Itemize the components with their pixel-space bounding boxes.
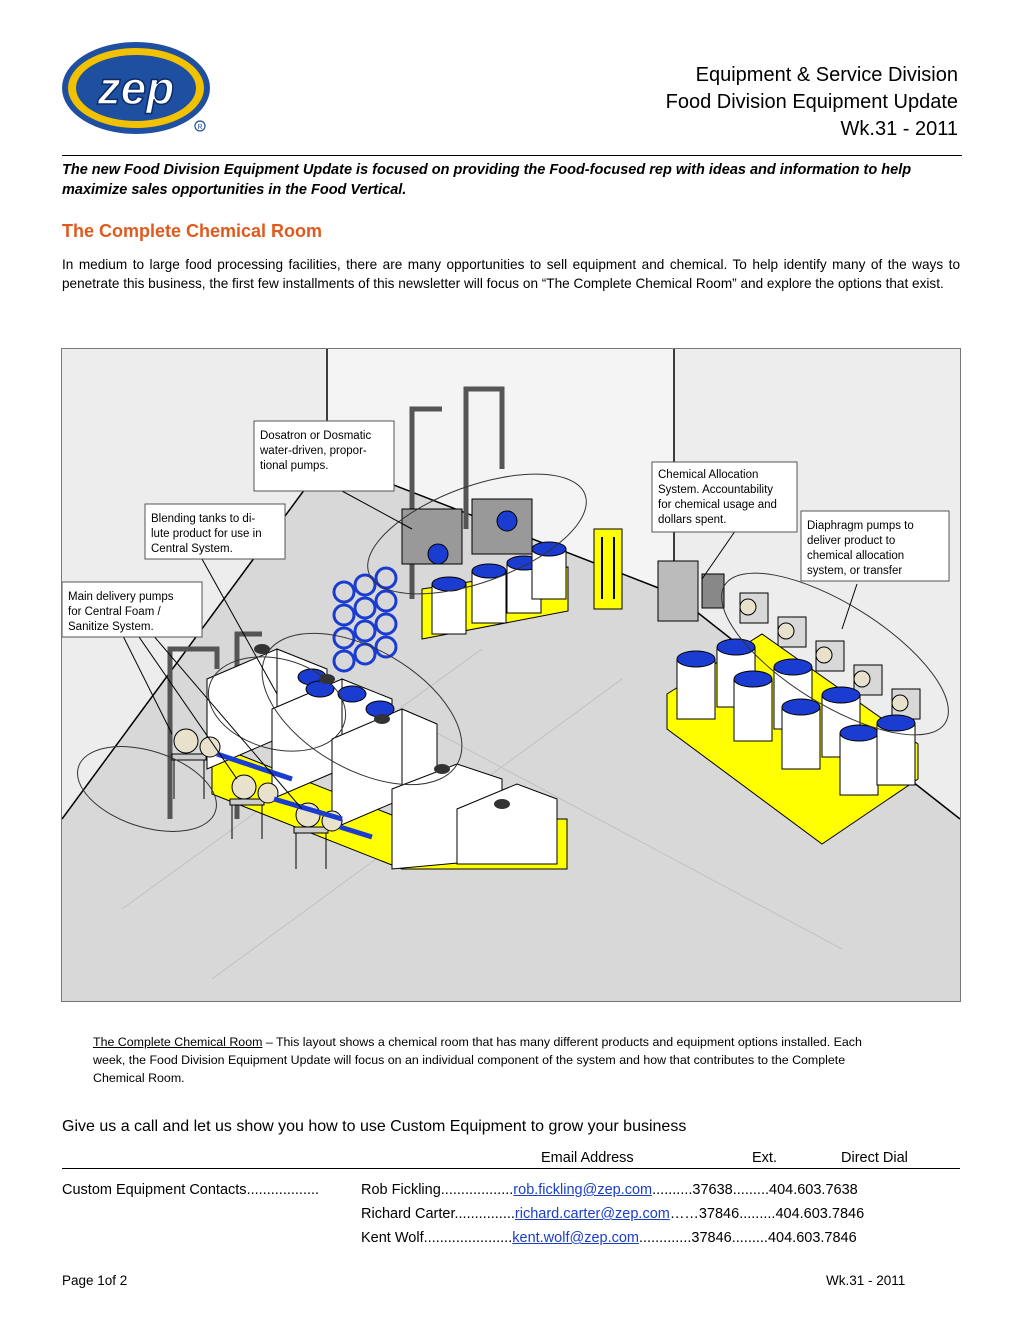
section-title: The Complete Chemical Room	[62, 221, 323, 241]
svg-text:Blending tanks to di-lute prod: Blending tanks to di-lute product for us…	[151, 513, 262, 555]
figure-caption: The Complete Chemical Room – This layout…	[93, 1033, 893, 1087]
callout-diaphragm-line: deliver product to	[807, 535, 895, 547]
footer-week: Wk.31 - 2011	[826, 1273, 906, 1288]
zep-logo: zep R	[60, 40, 212, 140]
table-row: Kent Wolf......................kent.wolf…	[361, 1230, 857, 1246]
caption-text: – This layout shows a chemical room that…	[93, 1035, 862, 1085]
contact-ext: 37846	[698, 1206, 740, 1222]
table-row: Richard Carter...............richard.car…	[361, 1206, 865, 1222]
callout-blending-line: Central System.	[151, 543, 233, 555]
intro-paragraph: The new Food Division Equipment Update i…	[62, 162, 912, 198]
column-header-dial: Direct Dial	[841, 1150, 908, 1166]
contact-email-link[interactable]: kent.wolf@zep.com	[512, 1230, 639, 1246]
callout-dosatron-line: Dosatron or Dosmatic	[260, 430, 371, 442]
newsletter-title: Food Division Equipment Update	[665, 91, 958, 113]
contacts-label: Custom Equipment Contacts	[62, 1182, 247, 1198]
callout-allocation-line: Chemical Allocation	[658, 469, 758, 481]
header-divider	[62, 155, 962, 156]
callout-delivery-line: Sanitize System.	[68, 621, 154, 633]
callout-blending-line: lute product for use in	[151, 528, 262, 540]
logo-wordmark: zep	[97, 62, 175, 114]
svg-text:R: R	[197, 124, 202, 131]
call-to-action: Give us a call and let us show you how t…	[62, 1118, 687, 1135]
callout-diaphragm-line: chemical allocation	[807, 550, 904, 562]
page-number: Page 1of 2	[62, 1273, 128, 1288]
callout-blending-line: Blending tanks to di-	[151, 513, 255, 525]
column-header-ext: Ext.	[752, 1150, 777, 1166]
contact-name: Rob Fickling	[361, 1182, 441, 1198]
column-header-email: Email Address	[541, 1150, 634, 1166]
callout-diaphragm-line: system, or transfer	[807, 565, 902, 577]
callout-dosatron-line: tional pumps.	[260, 460, 328, 472]
contact-name: Kent Wolf	[361, 1230, 424, 1246]
callout-diaphragm-line: Diaphragm pumps to	[807, 520, 914, 532]
callout-allocation-line: System. Accountability	[658, 484, 773, 496]
table-row: Rob Fickling..................rob.fickli…	[361, 1182, 858, 1198]
contact-email-link[interactable]: rob.fickling@zep.com	[513, 1182, 653, 1198]
chemical-room-diagram: Dosatron or Dosmatic water-driven, propor…	[61, 348, 961, 1002]
contacts-divider	[62, 1168, 960, 1169]
callout-allocation-line: dollars spent.	[658, 514, 726, 526]
contact-dial: 404.603.7846	[775, 1206, 865, 1222]
contact-ext: 37638	[692, 1182, 733, 1198]
contact-name: Richard Carter	[361, 1206, 455, 1222]
callout-dosatron-line: water-driven, propor-	[259, 445, 367, 457]
section-body: In medium to large food processing facil…	[62, 257, 960, 291]
division-title: Equipment & Service Division	[695, 64, 958, 86]
callout-delivery-line: Main delivery pumps	[68, 591, 174, 603]
week-label: Wk.31 - 2011	[840, 118, 958, 140]
callout-delivery-line: for Central Foam /	[68, 606, 161, 618]
contact-dial: 404.603.7638	[769, 1182, 858, 1198]
callout-allocation-line: for chemical usage and	[658, 499, 777, 511]
contact-ext: 37846	[691, 1230, 732, 1246]
contact-email-link[interactable]: richard.carter@zep.com	[514, 1206, 670, 1222]
contacts-label-row: Custom Equipment Contacts...............…	[62, 1182, 320, 1198]
caption-lead: The Complete Chemical Room	[93, 1035, 263, 1049]
contact-dial: 404.603.7846	[767, 1230, 857, 1246]
